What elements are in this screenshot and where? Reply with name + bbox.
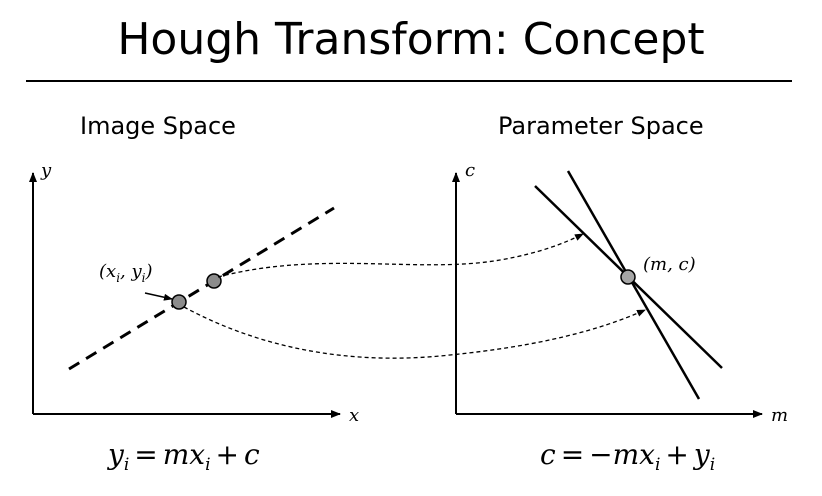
mapping-curve-upper (217, 233, 584, 278)
param-line-2 (566, 170, 701, 400)
image-y-axis-label: y (40, 160, 52, 181)
image-space-axes: y x (29, 160, 359, 426)
image-space-equation: yi=mxi+c (108, 438, 260, 482)
image-point-1 (171, 294, 187, 310)
eq-param-term1: −mx (589, 438, 655, 471)
eq-image-plus: + (215, 438, 239, 471)
eq-image-equals: = (134, 438, 158, 471)
param-intersection-point (620, 269, 636, 285)
parameter-space-axes: c m (452, 160, 788, 426)
param-y-axis-label: c (465, 160, 475, 181)
title-divider (26, 80, 792, 82)
parameter-space-equation: c=−mxi+yi (540, 438, 715, 482)
eq-param-term1-sub: i (654, 455, 661, 475)
eq-param-term2: y (693, 438, 710, 471)
parameter-space-heading: Parameter Space (498, 112, 704, 140)
eq-param-lhs: c (540, 438, 556, 471)
param-point-label: (m, c) (643, 254, 696, 275)
eq-image-term1: mx (162, 438, 206, 471)
eq-image-lhs-sub: i (123, 455, 130, 475)
image-dashed-line (68, 206, 335, 371)
slide-title: Hough Transform: Concept (117, 14, 705, 65)
eq-image-lhs: y (108, 438, 124, 471)
mapping-curve-lower (183, 306, 646, 359)
point-label-pointer (144, 292, 173, 301)
image-space-heading: Image Space (80, 112, 236, 140)
image-point-2 (206, 273, 222, 289)
eq-image-term2: c (243, 438, 260, 471)
image-x-axis-label: x (349, 405, 359, 426)
image-point-label: (xi, yi) (99, 261, 153, 285)
eq-image-term1-sub: i (205, 455, 211, 475)
eq-param-term2-sub: i (709, 455, 716, 475)
eq-param-plus: + (665, 438, 689, 471)
eq-param-equals: = (560, 438, 585, 471)
param-x-axis-label: m (771, 405, 788, 426)
